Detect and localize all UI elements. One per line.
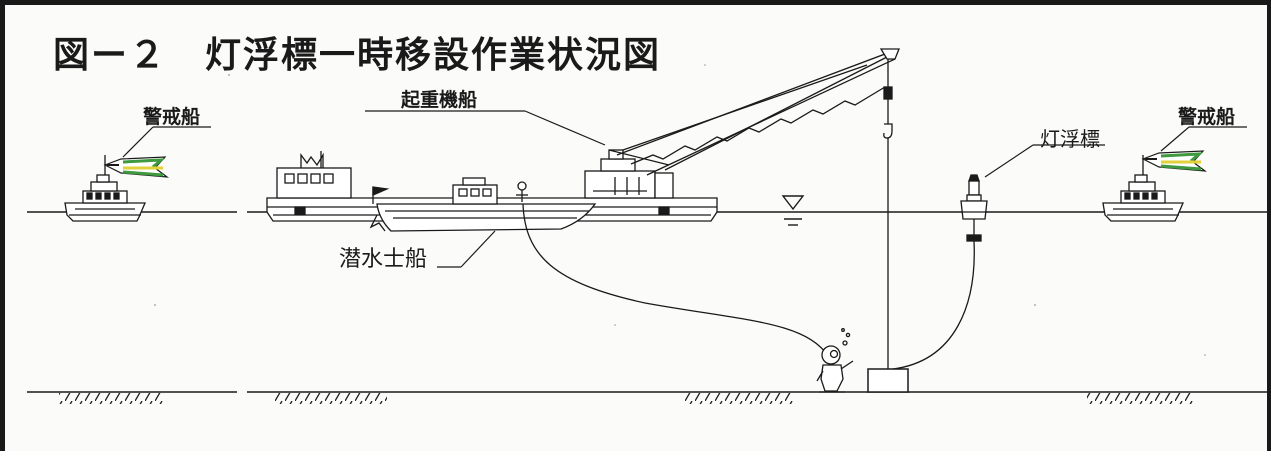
label-leader-buoy [984, 144, 1105, 178]
seabed-hatch-icon [59, 393, 1195, 404]
guard-boat-left [64, 155, 146, 222]
label-leader-right [1160, 126, 1247, 152]
diver-boat [369, 177, 597, 232]
crane-hoist-line [883, 59, 893, 369]
water-level-icon [781, 195, 805, 226]
crane-boom [608, 48, 900, 176]
sinker-block [867, 368, 909, 393]
light-buoy [960, 174, 988, 242]
diver-air-hose [522, 203, 830, 358]
light-buoy-label: 灯浮標 [1040, 127, 1100, 151]
label-leader-diver-boat [437, 230, 496, 268]
guard-boat-right-label: 警戒船 [1178, 106, 1236, 128]
label-leader-crane [365, 110, 606, 146]
guard-boat-left-label: 警戒船 [143, 106, 201, 128]
label-leader-left [122, 126, 211, 158]
guard-boat-right [1102, 155, 1184, 222]
crane-barge-label: 起重機船 [401, 89, 478, 111]
paper-specks [154, 64, 1206, 356]
diver [816, 328, 854, 393]
diagram-scene [27, 48, 1267, 404]
diver-boat-label: 潜水士船 [339, 247, 428, 272]
flag-icon [1141, 150, 1208, 172]
flag-icon [103, 156, 170, 178]
buoy-mooring-chain [892, 240, 975, 370]
page-title: 図ー２ 灯浮標一時移設作業状況図 [53, 35, 662, 76]
